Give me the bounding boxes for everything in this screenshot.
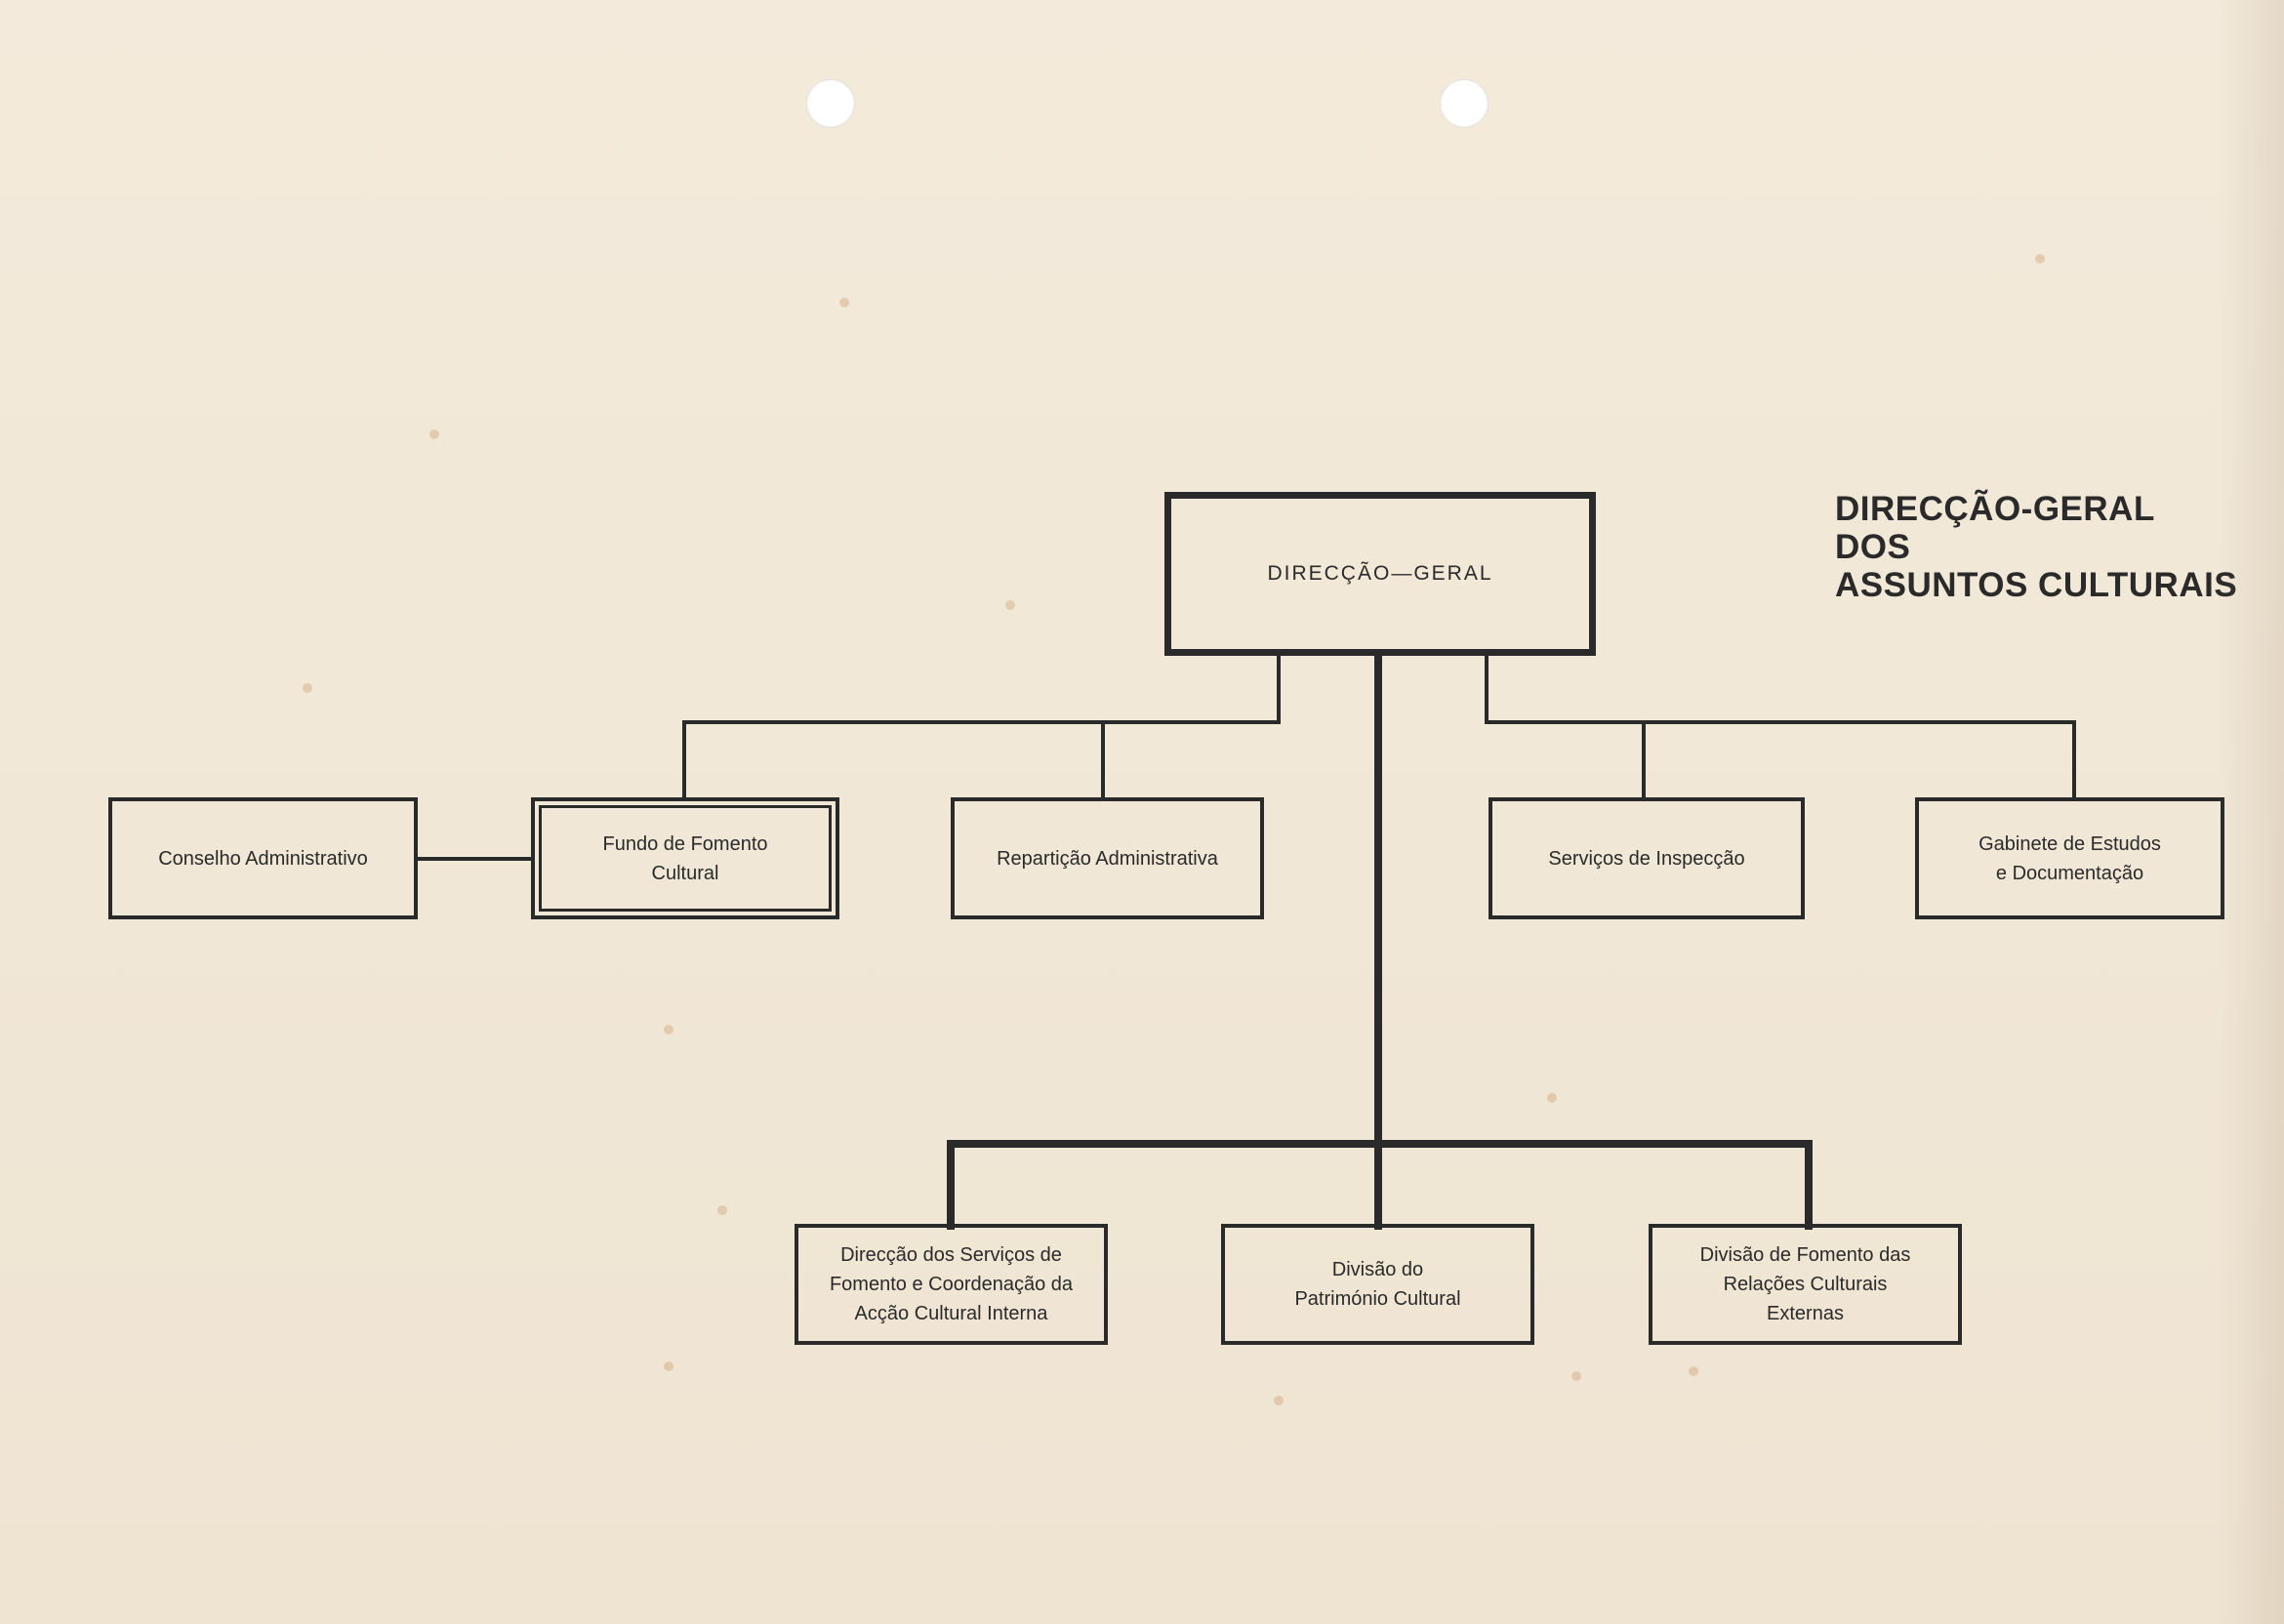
node-label: DIRECÇÃO—GERAL xyxy=(1267,562,1493,585)
paper-spot xyxy=(1571,1371,1581,1381)
document-title: DIRECÇÃO-GERAL DOS ASSUNTOS CULTURAIS xyxy=(1835,490,2237,604)
node-label: Direcção dos Serviços de Fomento e Coord… xyxy=(829,1244,1074,1324)
connector-right-branch xyxy=(1485,652,2076,800)
node-label: Serviços de Inspecção xyxy=(1548,847,1745,870)
node-divisao-relacoes-externas: Divisão de Fomento das Relações Culturai… xyxy=(1649,1224,1962,1345)
paper-spot xyxy=(1274,1396,1284,1405)
paper-spot xyxy=(664,1361,673,1371)
node-label: Divisão do Património Cultural xyxy=(1294,1259,1461,1310)
punch-hole xyxy=(1440,79,1489,128)
connector-bottom-branch xyxy=(947,1140,1813,1230)
paper-spot xyxy=(1547,1093,1557,1103)
node-label: Divisão de Fomento das Relações Culturai… xyxy=(1699,1244,1911,1324)
node-servicos-inspeccao: Serviços de Inspecção xyxy=(1489,797,1805,919)
node-gabinete-estudos: Gabinete de Estudos e Documentação xyxy=(1915,797,2224,919)
connector-left-branch xyxy=(682,652,1281,800)
title-line: DOS xyxy=(1835,528,1911,566)
paper-spot xyxy=(664,1025,673,1035)
node-label: Gabinete de Estudos e Documentação xyxy=(1978,832,2161,884)
node-fundo-fomento-cultural: Fundo de Fomento Cultural xyxy=(531,797,839,919)
node-direccao-geral: DIRECÇÃO—GERAL xyxy=(1164,492,1596,656)
title-line: ASSUNTOS CULTURAIS xyxy=(1835,566,2238,604)
paper-spot xyxy=(1689,1366,1698,1376)
node-conselho-administrativo: Conselho Administrativo xyxy=(108,797,418,919)
node-direccao-servicos-fomento: Direcção dos Serviços de Fomento e Coord… xyxy=(795,1224,1108,1345)
punch-hole xyxy=(806,79,855,128)
paper-spot xyxy=(717,1205,727,1215)
title-line: DIRECÇÃO-GERAL xyxy=(1835,490,2155,528)
node-divisao-patrimonio: Divisão do Património Cultural xyxy=(1221,1224,1534,1345)
paper-spot xyxy=(1005,600,1015,610)
node-label: Repartição Administrativa xyxy=(997,847,1218,870)
node-reparticao-administrativa: Repartição Administrativa xyxy=(951,797,1264,919)
paper-spot xyxy=(2035,254,2045,264)
paper-spot xyxy=(303,683,312,693)
node-label: Fundo de Fomento Cultural xyxy=(602,832,768,884)
paper-spot xyxy=(839,298,849,307)
paper-spot xyxy=(429,429,439,439)
node-label: Conselho Administrativo xyxy=(158,847,368,870)
